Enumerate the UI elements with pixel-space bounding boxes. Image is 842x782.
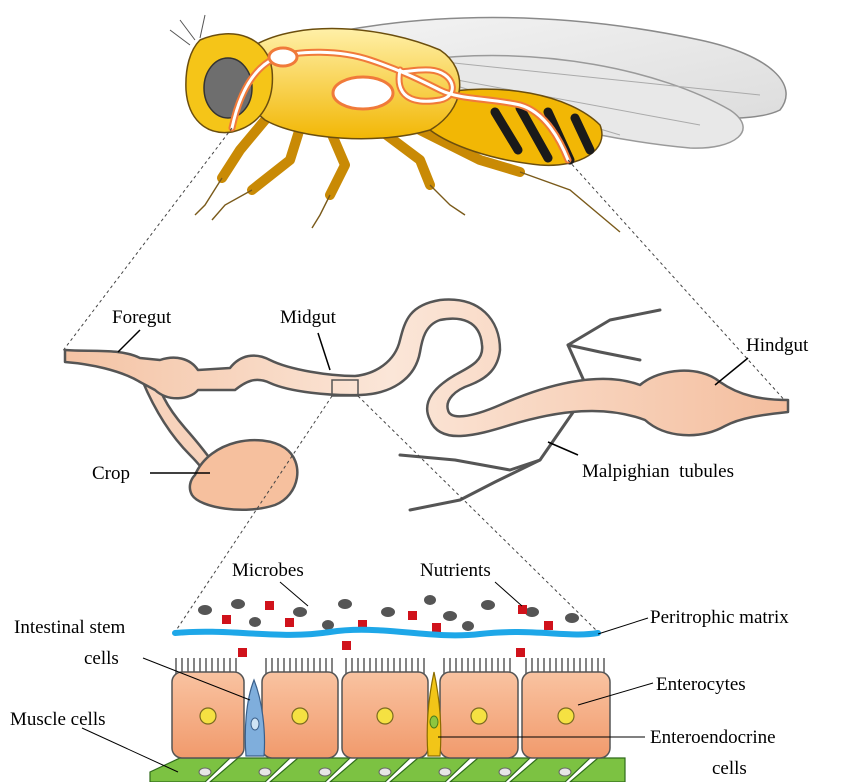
label-microbes: Microbes xyxy=(232,560,304,581)
enteroendocrine-cell xyxy=(427,672,441,756)
label-midgut: Midgut xyxy=(280,307,337,328)
label-enterocytes: Enterocytes xyxy=(656,674,746,695)
label-nutrients: Nutrients xyxy=(420,560,491,581)
label-peritrophic-matrix: Peritrophic matrix xyxy=(650,607,789,628)
label-intestinal-stem-cells-line1: Intestinal stem xyxy=(14,617,126,638)
peritrophic-matrix xyxy=(175,630,598,636)
label-malpighian-tubules: Malpighian tubules xyxy=(582,461,734,482)
label-intestinal-stem-cells-line2: cells xyxy=(84,648,119,669)
label-hindgut: Hindgut xyxy=(746,335,809,356)
label-crop: Crop xyxy=(92,463,130,484)
label-foregut: Foregut xyxy=(112,307,172,328)
label-enteroendocrine-cells-line1: Enteroendocrine xyxy=(650,727,776,748)
zoom-lines-bottom xyxy=(175,396,598,632)
fly xyxy=(170,15,786,232)
label-enteroendocrine-cells-line2: cells xyxy=(712,758,747,779)
crop xyxy=(190,440,297,510)
label-muscle-cells: Muscle cells xyxy=(10,709,106,730)
